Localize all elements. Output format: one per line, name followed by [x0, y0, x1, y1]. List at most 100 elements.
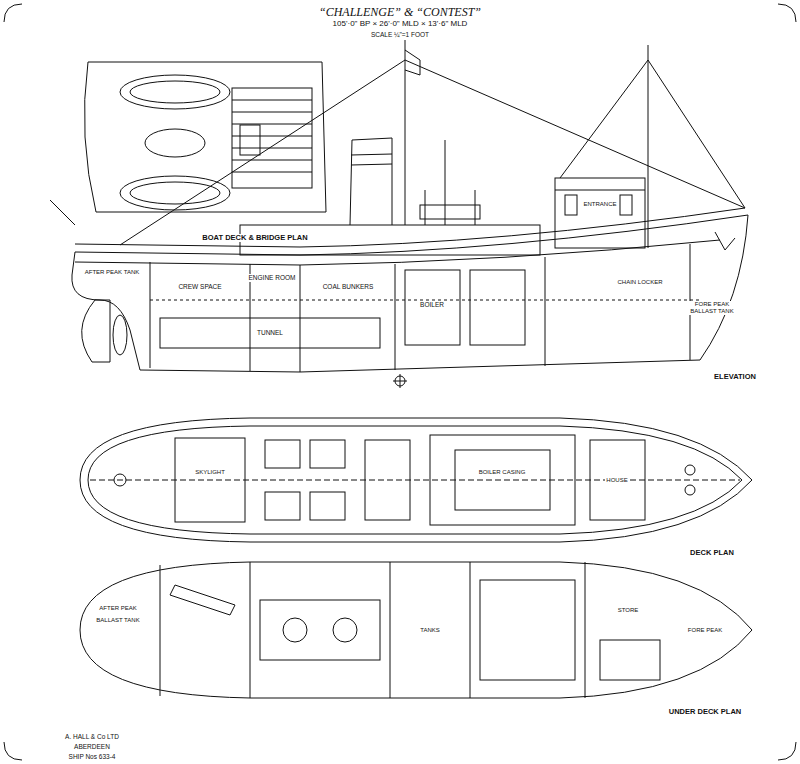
compartment-label: HOUSE [605, 477, 628, 484]
boat-deck-plan-line [232, 160, 312, 161]
corner-ornament-line [778, 742, 796, 760]
boat-deck-plan-line [232, 100, 312, 101]
elevation-line [405, 50, 420, 75]
deck-plan-line [455, 450, 550, 510]
elevation-line [648, 45, 649, 248]
elevation-line [405, 60, 745, 208]
elevation-line [425, 190, 426, 225]
compartment-label: CHAIN LOCKER [616, 279, 663, 286]
deck-plan-line [685, 465, 695, 475]
elevation-line [475, 190, 476, 225]
corner-ornament [4, 4, 796, 760]
elevation-line [82, 300, 110, 362]
under-deck-plan-line [600, 640, 660, 680]
elevation-line [405, 40, 406, 225]
compartment-label: CREW SPACE [177, 283, 222, 290]
under-deck-plan-line [80, 562, 752, 698]
corner-ornament-line [778, 4, 796, 22]
elevation-line [72, 215, 748, 372]
compartment-label: AFTER PEAK TANK [84, 269, 140, 276]
elevation-line [420, 205, 480, 219]
elevation [72, 40, 748, 388]
deck-plan-line [88, 426, 742, 534]
drawing-note: UNDER DECK PLAN [668, 708, 743, 716]
boat-deck-plan-line [120, 75, 230, 109]
boat-deck-plan-line [130, 81, 220, 103]
elevation-line [350, 138, 392, 225]
elevation-line [150, 262, 151, 368]
compartment-label: AFTER PEAK [98, 605, 137, 612]
drawing-note: A. HALL & Co LTD [64, 733, 120, 740]
elevation-line [555, 178, 645, 248]
boat-deck-plan-line [232, 148, 312, 149]
elevation-line [445, 140, 446, 225]
elevation-line [648, 60, 745, 208]
deck-plan-line [265, 492, 300, 520]
under-deck-plan-line [160, 565, 161, 696]
deck-plan-line [430, 435, 575, 525]
elevation-line [120, 60, 405, 245]
elevation-line [545, 257, 546, 366]
under-deck-plan-line [333, 618, 357, 642]
compartment-label: TANKS [419, 627, 441, 634]
compartment-label: STORE [617, 607, 640, 614]
drawing-note: ABERDEEN [73, 743, 111, 750]
under-deck-plan [80, 562, 752, 698]
drawing-note: SCALE ¼"=1 FOOT [370, 31, 430, 38]
elevation-line [470, 270, 525, 345]
under-deck-plan-line [170, 585, 235, 615]
corner-ornament-line [4, 4, 22, 22]
compartment-label: FORE PEAK [687, 627, 723, 634]
drawing-note: BOAT DECK & BRIDGE PLAN [201, 234, 308, 242]
boat-deck-plan-line [232, 112, 312, 113]
corner-ornament-line [4, 742, 22, 760]
elevation-line [565, 195, 577, 215]
elevation-line [351, 164, 392, 165]
elevation-line [400, 374, 401, 388]
elevation-line [150, 300, 700, 301]
boat-deck-plan-line [232, 136, 312, 137]
under-deck-plan-line [390, 562, 391, 698]
boat-deck-plan-line [130, 182, 220, 204]
boat-deck-plan-line [120, 176, 230, 210]
drawing-title: “CHALLENGE” & “CONTEST” [317, 5, 483, 20]
compartment-label: BALLAST TANK [95, 617, 140, 624]
deck-plan-line [265, 440, 300, 468]
elevation-line [555, 190, 645, 191]
elevation-line [560, 60, 648, 178]
boat-deck-plan-line [145, 129, 205, 157]
drawing-note: ELEVATION [713, 373, 757, 381]
deck-plan-line [590, 440, 645, 520]
elevation-line [75, 240, 720, 265]
elevation-line [715, 232, 735, 250]
deck-plan-line [310, 492, 345, 520]
under-deck-plan-line [480, 580, 575, 680]
compartment-label: ENTRANCE [582, 201, 617, 208]
deck-plan-line [90, 480, 740, 481]
deck-plan-line [175, 438, 245, 522]
elevation-line [405, 270, 460, 345]
deck-plan-line [310, 440, 345, 468]
compartment-label: SKYLIGHT [194, 469, 226, 476]
boat-deck-plan-line [232, 88, 312, 188]
deck-plan-line [114, 474, 126, 486]
boat-deck-plan-line [50, 200, 75, 225]
elevation-line [620, 195, 632, 215]
under-deck-plan-line [585, 562, 586, 698]
compartment-label: ENGINE ROOM [248, 274, 297, 281]
elevation-line [160, 318, 380, 348]
boat-deck-plan-line [232, 124, 312, 125]
boat-deck-plan-line [232, 172, 312, 173]
deck-plan-line [365, 440, 410, 520]
boat-deck-plan-line [240, 125, 260, 155]
elevation-line [351, 154, 392, 155]
compartment-label: FORE PEAK BALLAST TANK [689, 301, 735, 314]
compartment-label: BOILER CASING [478, 469, 527, 476]
elevation-line [113, 315, 127, 355]
under-deck-plan-line [283, 618, 307, 642]
under-deck-plan-line [470, 562, 471, 698]
under-deck-plan-line [250, 562, 251, 698]
deck-plan-line [80, 418, 752, 542]
drawing-note: DECK PLAN [689, 549, 735, 557]
